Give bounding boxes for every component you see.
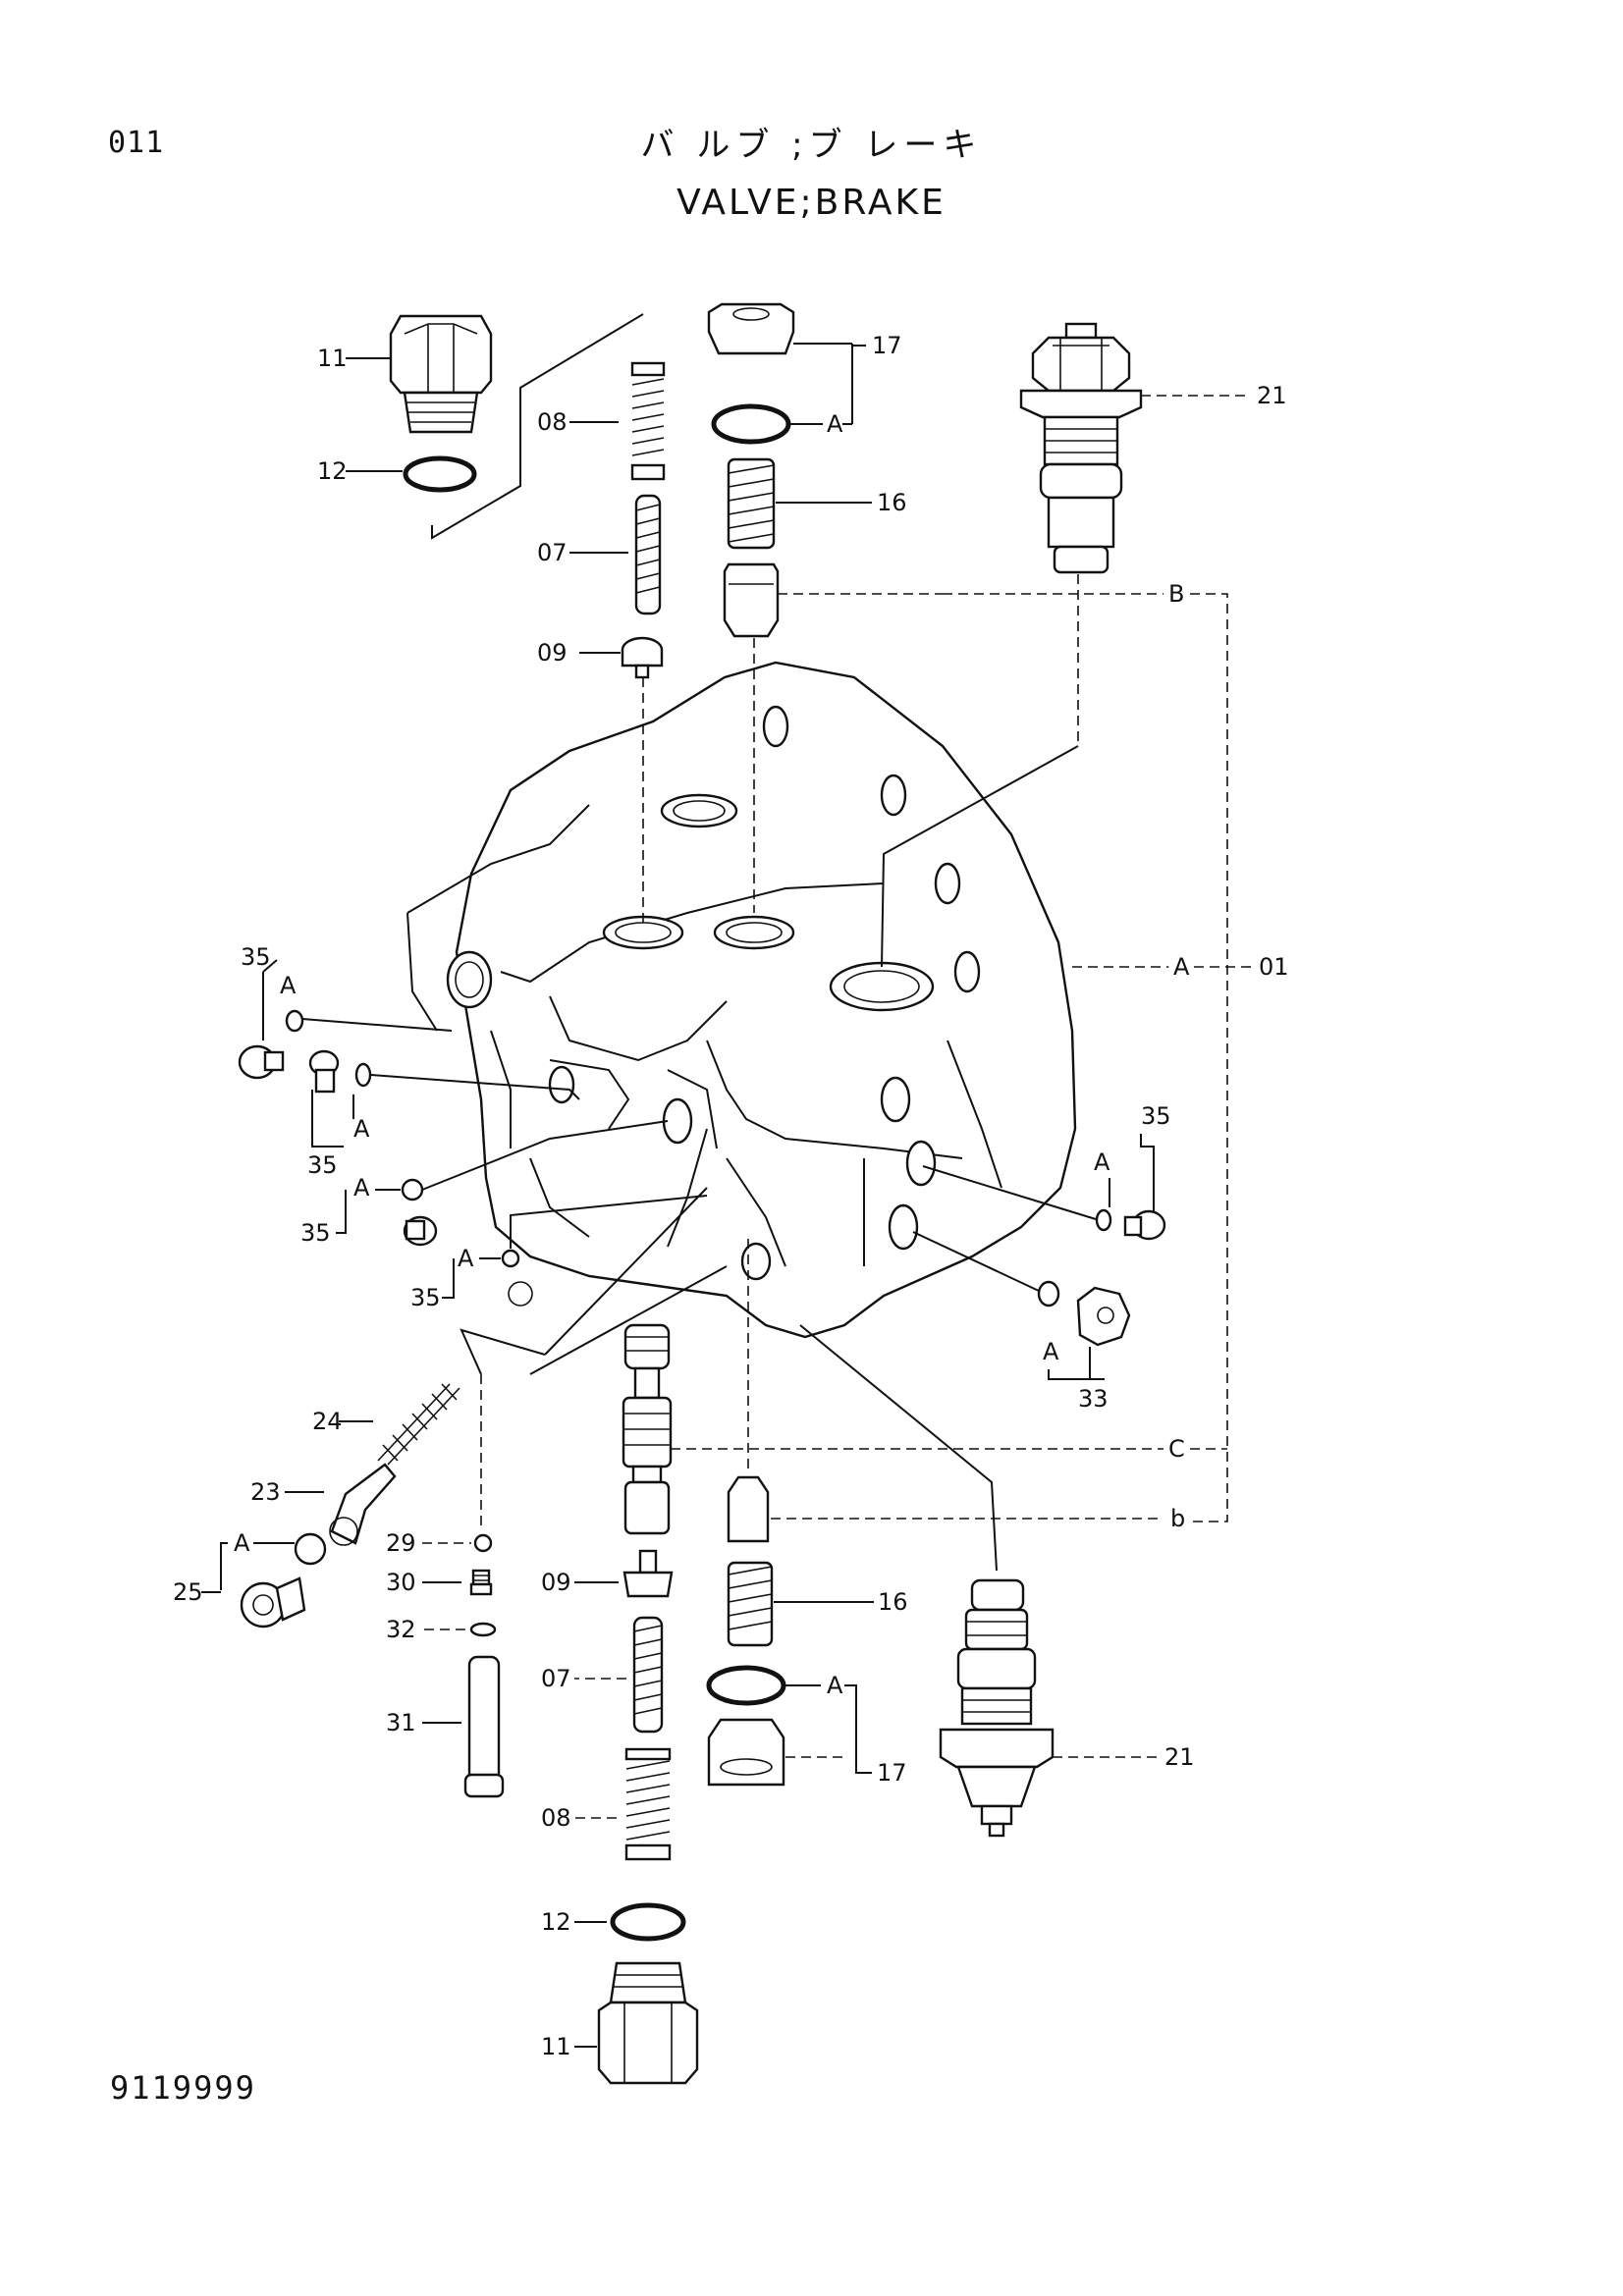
- callout-A-top-17: A: [827, 410, 843, 438]
- callout-30: 30: [386, 1569, 416, 1596]
- part-09-seat-bottom: [622, 1549, 674, 1598]
- callout-07-top: 07: [537, 539, 568, 566]
- part-33-plug: [1076, 1286, 1131, 1347]
- callout-32: 32: [386, 1616, 416, 1643]
- callout-23: 23: [250, 1478, 281, 1506]
- callout-17-top: 17: [872, 332, 902, 359]
- callout-A-r: A: [1094, 1148, 1110, 1176]
- callout-35-l2: 35: [307, 1151, 338, 1179]
- part-poppet-bottom: [727, 1475, 770, 1543]
- part-29-ball: [473, 1533, 493, 1553]
- callout-09-top: 09: [537, 639, 568, 667]
- callout-33: 33: [1078, 1385, 1109, 1413]
- callout-A-25: A: [234, 1529, 250, 1557]
- part-35-plug-l3: [403, 1215, 438, 1247]
- part-spool-lower: [622, 1323, 673, 1535]
- part-30-plug: [469, 1569, 493, 1596]
- part-poppet-top: [723, 562, 780, 638]
- part-24-spring: [377, 1383, 460, 1466]
- part-31-pin: [463, 1655, 505, 1798]
- callout-A-33: A: [1043, 1338, 1059, 1365]
- callout-01: 01: [1259, 953, 1289, 981]
- page-code: 011: [108, 126, 165, 160]
- part-17-plug-top: [707, 302, 795, 355]
- callout-35-l1: 35: [241, 943, 271, 971]
- part-16-spring-top: [727, 457, 776, 550]
- callout-A-l4: A: [458, 1245, 474, 1272]
- callout-29: 29: [386, 1529, 416, 1557]
- callout-12-top: 12: [317, 457, 348, 485]
- part-11-plug-top: [389, 314, 493, 434]
- callout-35-l3: 35: [300, 1219, 331, 1247]
- callout-A-l2: A: [353, 1115, 370, 1143]
- callout-11-bottom: 11: [541, 2033, 571, 2060]
- callout-A-body: A: [1173, 953, 1190, 981]
- part-ring-A-25: [294, 1532, 327, 1566]
- callout-A-l3: A: [353, 1174, 370, 1201]
- title-japanese: バ ルブ ;ブ レーキ: [640, 126, 983, 165]
- part-35-plug-r: [1123, 1209, 1166, 1241]
- callout-16-top: 16: [877, 489, 907, 516]
- callout-35-r: 35: [1141, 1102, 1171, 1130]
- callout-09-bottom: 09: [541, 1569, 571, 1596]
- part-17-plug-bottom: [707, 1718, 785, 1787]
- drawing-code: 9119999: [110, 2069, 256, 2107]
- callout-A-bottom-17: A: [827, 1672, 843, 1699]
- part-21-relief-valve-bottom: [939, 1578, 1055, 1838]
- part-11-plug-bottom: [597, 1961, 699, 2085]
- callout-b-lower: b: [1170, 1505, 1185, 1532]
- callout-07-bottom: 07: [541, 1665, 571, 1692]
- title-english: VALVE;BRAKE: [676, 183, 947, 223]
- callout-31: 31: [386, 1709, 416, 1736]
- callout-08-top: 08: [537, 408, 568, 436]
- part-08-spring-bottom: [624, 1747, 672, 1861]
- part-12-oring-bottom: [610, 1902, 686, 1942]
- part-21-relief-valve-top: [1019, 322, 1143, 574]
- part-12-oring-top: [403, 455, 477, 493]
- part-35-plug-l2: [308, 1049, 340, 1094]
- part-ring-A-top: [711, 403, 791, 445]
- callout-C-lower: C: [1168, 1435, 1185, 1463]
- callout-17-bottom: 17: [877, 1759, 907, 1787]
- part-07-spring-top: [634, 494, 662, 615]
- part-32-oring: [469, 1622, 497, 1637]
- callout-08-bottom: 08: [541, 1804, 571, 1832]
- callout-24: 24: [312, 1408, 343, 1435]
- callout-B-upper: B: [1168, 580, 1184, 608]
- part-08-spring-top: [630, 361, 666, 481]
- part-ring-A-bottom: [706, 1665, 786, 1706]
- callout-16-bottom: 16: [878, 1588, 908, 1616]
- part-23-poppet: [329, 1463, 397, 1546]
- callout-A-l1: A: [280, 972, 297, 999]
- part-07-spring-bottom: [632, 1616, 664, 1734]
- part-16-spring-bottom: [727, 1561, 774, 1647]
- part-35-plug-l4: [508, 1281, 533, 1307]
- valve-body: [406, 661, 1077, 1339]
- part-35-plug-l1: [238, 1044, 285, 1080]
- callout-35-l4: 35: [410, 1284, 441, 1311]
- part-25-plug: [240, 1576, 306, 1629]
- callout-12-bottom: 12: [541, 1908, 571, 1936]
- callout-21-top: 21: [1257, 382, 1287, 409]
- callout-21-bottom: 21: [1164, 1743, 1195, 1771]
- callout-11-top: 11: [317, 345, 348, 372]
- callout-25: 25: [173, 1578, 203, 1606]
- part-09-seat-top: [621, 636, 664, 679]
